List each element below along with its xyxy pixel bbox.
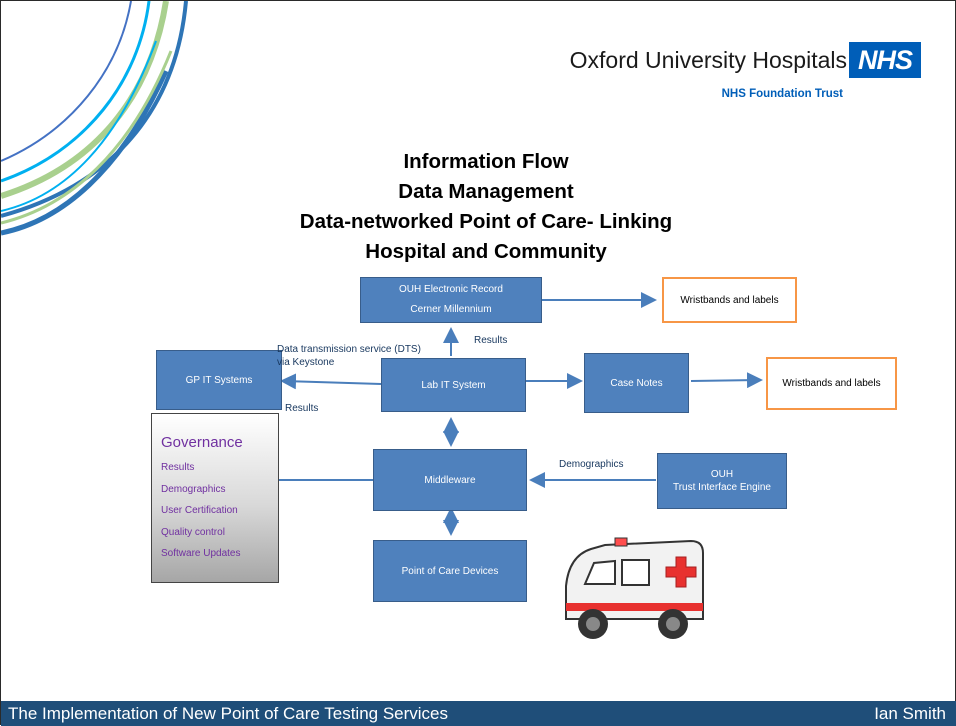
governance-item: Results — [161, 462, 195, 473]
governance-panel: Governance Results Demographics User Cer… — [151, 413, 279, 583]
title-line-4: Hospital and Community — [365, 240, 607, 263]
node-lab-it-system: Lab IT System — [381, 358, 526, 412]
arrow-casenotes-wristbands — [690, 372, 763, 389]
governance-item: User Certification — [161, 505, 238, 516]
title-line-1: Information Flow — [403, 150, 569, 173]
footer-bar: The Implementation of New Point of Care … — [1, 701, 956, 726]
nhs-logo-badge: NHS — [849, 42, 921, 78]
node-ouh-record-line2: Cerner Millennium — [410, 304, 492, 315]
label-results-top: Results — [474, 335, 508, 346]
node-point-of-care-devices: Point of Care Devices — [373, 540, 527, 602]
node-ouh-record-line1: OUH Electronic Record — [399, 284, 503, 295]
node-trust-interface-engine: OUH Trust Interface Engine — [657, 453, 787, 509]
governance-item: Demographics — [161, 483, 226, 495]
title-line-3: Data-networked Point of Care- Linking — [299, 210, 673, 233]
logo-subtitle: NHS Foundation Trust — [721, 88, 843, 100]
node-wristbands-labels-1: Wristbands and labels — [662, 277, 797, 323]
logo-name: Oxford University Hospitals — [569, 47, 847, 73]
footer-author: Ian Smith — [874, 704, 946, 723]
governance-item: Quality control — [161, 526, 225, 538]
node-tie-line2: Trust Interface Engine — [672, 482, 771, 493]
node-case-notes: Case Notes — [584, 353, 689, 413]
node-middleware: Middleware — [373, 449, 527, 511]
node-gp-it-systems: GP IT Systems — [156, 350, 282, 410]
label-demographics: Demographics — [559, 459, 624, 470]
title-line-2: Data Management — [398, 180, 574, 203]
governance-item: Software Updates — [161, 548, 241, 559]
node-wristbands-labels-2: Wristbands and labels — [766, 357, 897, 410]
footer-title: The Implementation of New Point of Care … — [8, 704, 449, 723]
governance-title: Governance — [161, 434, 243, 451]
node-ouh-electronic-record: OUH Electronic Record Cerner Millennium — [360, 277, 542, 323]
node-tie-line1: OUH — [710, 469, 734, 480]
slide-title: Information Flow Data Management Data-ne… — [241, 147, 731, 267]
label-dts-line2: via Keystone — [277, 357, 335, 368]
label-results-gp: Results — [285, 403, 319, 414]
arrow-lab-gp — [280, 373, 382, 390]
label-dts-line1: Data transmission service (DTS) — [277, 344, 421, 355]
